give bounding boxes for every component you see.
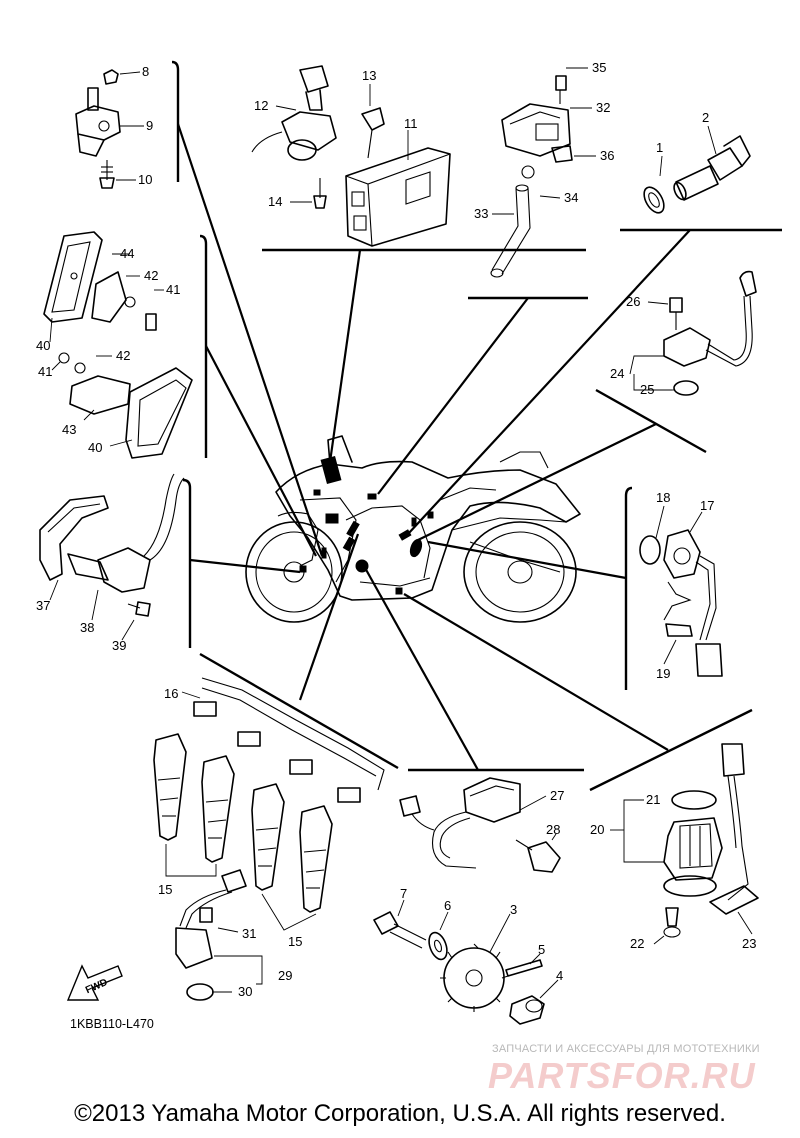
callout-19: 19 bbox=[656, 666, 670, 681]
reflector-assembly bbox=[43, 231, 193, 459]
callout-9: 9 bbox=[146, 118, 153, 133]
callout-12: 12 bbox=[254, 98, 268, 113]
callout-41b: 41 bbox=[38, 364, 52, 379]
callout-7: 7 bbox=[400, 886, 407, 901]
callout-16: 16 bbox=[164, 686, 178, 701]
callout-42a: 42 bbox=[144, 268, 158, 283]
copyright-notice: ©2013 Yamaha Motor Corporation, U.S.A. A… bbox=[74, 1100, 726, 1127]
callout-43: 43 bbox=[62, 422, 76, 437]
callout-29: 29 bbox=[278, 968, 292, 983]
temp-sensor-assembly bbox=[643, 125, 751, 214]
location-markers bbox=[299, 455, 434, 595]
callout-17: 17 bbox=[700, 498, 714, 513]
callout-1: 1 bbox=[656, 140, 663, 155]
callout-8: 8 bbox=[142, 64, 149, 79]
callout-27: 27 bbox=[550, 788, 564, 803]
speed-sensor-assembly bbox=[629, 270, 757, 396]
callout-3: 3 bbox=[510, 902, 517, 917]
callout-41a: 41 bbox=[166, 282, 180, 297]
gear-position-sensor-assembly bbox=[610, 743, 759, 945]
callout-32: 32 bbox=[596, 100, 610, 115]
callout-10: 10 bbox=[138, 172, 152, 187]
sensor-assembly bbox=[75, 69, 144, 189]
callout-31: 31 bbox=[242, 926, 256, 941]
callout-24: 24 bbox=[610, 366, 624, 381]
callout-21: 21 bbox=[646, 792, 660, 807]
callout-38: 38 bbox=[80, 620, 94, 635]
callout-28: 28 bbox=[546, 822, 560, 837]
throttle-sensor-assembly bbox=[490, 67, 596, 278]
ignition-ecu-assembly bbox=[251, 65, 451, 247]
callout-labels: 1 2 3 4 5 6 7 8 9 10 11 12 13 14 15 15 1… bbox=[36, 60, 756, 999]
callout-13: 13 bbox=[362, 68, 376, 83]
callout-14: 14 bbox=[268, 194, 282, 209]
callout-20: 20 bbox=[590, 822, 604, 837]
section-brackets bbox=[171, 60, 782, 792]
callout-34: 34 bbox=[564, 190, 578, 205]
callout-25: 25 bbox=[640, 382, 654, 397]
callout-36: 36 bbox=[600, 148, 614, 163]
callout-5: 5 bbox=[538, 942, 545, 957]
callout-22: 22 bbox=[630, 936, 644, 951]
callout-40a: 40 bbox=[36, 338, 50, 353]
callout-4: 4 bbox=[556, 968, 563, 983]
callout-30: 30 bbox=[238, 984, 252, 999]
callout-40b: 40 bbox=[88, 440, 102, 455]
callout-18: 18 bbox=[656, 490, 670, 505]
callout-37: 37 bbox=[36, 598, 50, 613]
callout-35: 35 bbox=[592, 60, 606, 75]
callout-26: 26 bbox=[626, 294, 640, 309]
fwd-arrow-icon: FWD bbox=[66, 964, 123, 1001]
ignition-coil-assembly bbox=[153, 677, 385, 1001]
diagram-code: 1KBB110-L470 bbox=[70, 1017, 154, 1031]
watermark-logo: PARTSFOR.RU bbox=[488, 1055, 756, 1096]
pickup-gear-assembly bbox=[373, 777, 561, 1025]
connection-lines bbox=[176, 123, 691, 771]
callout-42b: 42 bbox=[116, 348, 130, 363]
callout-33: 33 bbox=[474, 206, 488, 221]
motorcycle-outline bbox=[245, 435, 581, 623]
sensor-bracket-assembly bbox=[39, 473, 185, 641]
callout-39: 39 bbox=[112, 638, 126, 653]
callout-23: 23 bbox=[742, 936, 756, 951]
callout-2: 2 bbox=[702, 110, 709, 125]
crank-sensor-assembly bbox=[639, 505, 723, 677]
callout-44: 44 bbox=[120, 246, 134, 261]
callout-15a: 15 bbox=[158, 882, 172, 897]
callout-11: 11 bbox=[404, 116, 418, 131]
callout-6: 6 bbox=[444, 898, 451, 913]
callout-15b: 15 bbox=[288, 934, 302, 949]
watermark-tagline: ЗАПЧАСТИ И АКСЕССУАРЫ ДЛЯ МОТОТЕХНИКИ bbox=[492, 1043, 760, 1055]
